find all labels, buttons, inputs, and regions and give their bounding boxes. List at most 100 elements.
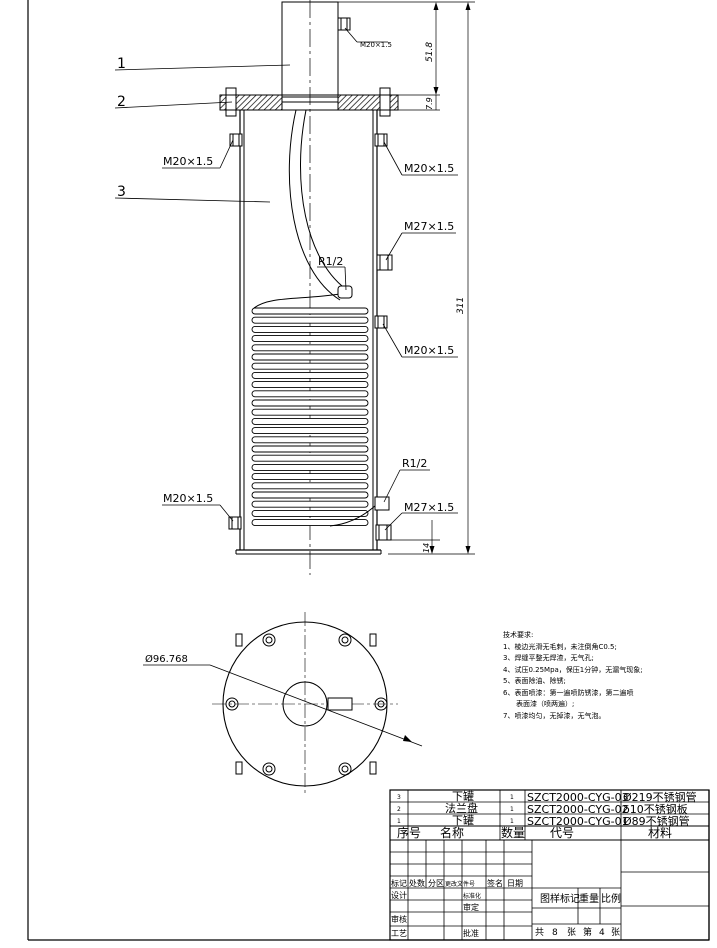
coil-turn [251, 399, 369, 407]
port-m27-upper [376, 254, 393, 271]
bom-row-1-material: Ø89不锈钢管 [623, 814, 690, 828]
bom-row-1-no: 1 [397, 818, 401, 825]
dim-top-height: 51.8 [425, 42, 435, 62]
dimension-arrows [429, 2, 471, 554]
coil-turn [251, 463, 369, 471]
tb-date: 日期 [507, 879, 523, 888]
bom-row-1-name: 下罐 [452, 814, 474, 827]
thread-label-r12-center: R1/2 [318, 255, 343, 268]
tb-sign: 签名 [487, 878, 503, 888]
technical-requirements: 技术要求: 1、棱边光滑无毛刺，未注倒角C0.5; 3、焊缝平整无焊渣，无气孔;… [503, 630, 643, 722]
port-left-upper [229, 133, 243, 147]
coil-turn [251, 436, 369, 444]
part-label-2: 2 [117, 94, 126, 110]
bom-row-1-qty: 1 [510, 818, 514, 825]
title-block-labels: 标记 处数 分区 更改文件号 签名 日期 设计 标准化 审定 审核 工艺 批准 … [391, 878, 621, 938]
bom-row-3-name: 下罐 [452, 790, 474, 803]
tb-design: 设计 [391, 890, 407, 900]
thread-label-r12-lower: R1/2 [402, 457, 427, 470]
coil-turn [251, 344, 369, 352]
bom-row-2-code: SZCT2000-CYG-02 [527, 803, 629, 816]
tb-sheet-prefix: 第 [583, 926, 592, 938]
tb-count: 处数 [409, 878, 425, 888]
port-right-upper [374, 133, 388, 147]
bom-row-2-material: δ10不锈钢板 [623, 802, 688, 816]
thread-label-right-mid: M20×1.5 [404, 344, 454, 357]
tb-change-doc: 更改文件号 [445, 880, 475, 888]
tb-total-prefix: 共 [535, 927, 544, 938]
thread-label-right-upper: M20×1.5 [404, 162, 454, 175]
coil-outlet [329, 504, 377, 527]
port-m27-lower [375, 524, 392, 541]
tech-title: 技术要求: [503, 631, 534, 639]
port-r12-lower [374, 496, 390, 511]
bom-header-qty: 数量 [501, 825, 525, 840]
tb-mark: 标记 [391, 878, 407, 888]
dim-diameter: Ø96.768 [145, 653, 188, 665]
top-pipe [281, 1, 351, 96]
coil-turn [251, 408, 369, 416]
coil-turn [251, 316, 369, 324]
bom-row-3-code: SZCT2000-CYG-03 [527, 791, 629, 804]
bom-row-3-material: Ø219不锈钢管 [623, 790, 697, 804]
tech-item: 5、表面除油、除锈; [503, 677, 566, 685]
tb-sheet-suffix: 张 [611, 927, 620, 938]
tb-standardize: 标准化 [463, 892, 481, 900]
tb-sheet-no: 4 [599, 928, 605, 938]
thread-label-left-upper: M20×1.5 [163, 155, 213, 168]
thread-label-top: M20×1.5 [360, 41, 392, 49]
tb-stage-mark: 图样标记 [540, 892, 580, 905]
port-right-mid [374, 315, 388, 329]
heating-coil [251, 293, 377, 527]
tech-item: 6、表面喷漆：第一遍喷防锈漆，第二遍喷 [503, 688, 634, 697]
tech-item: 7、喷漆均匀，无掉漆，无气泡。 [503, 711, 606, 720]
inlet-curved-pipe [288, 109, 351, 301]
bom-header-name: 名称 [440, 825, 464, 840]
bom-header-code: 代号 [550, 826, 574, 840]
top-view [143, 612, 423, 796]
coil-turn [251, 417, 369, 425]
tb-sheet-unit: 张 [567, 927, 576, 938]
thread-label-m27-lower: M27×1.5 [404, 501, 454, 514]
coil-turn [251, 445, 369, 453]
coil-turn [251, 473, 369, 481]
tb-approve: 批准 [463, 928, 479, 938]
tb-weight: 重量 [579, 892, 599, 905]
tb-review: 审定 [463, 902, 479, 912]
coil-turn [251, 353, 369, 361]
part-label-3: 3 [117, 184, 126, 200]
coil-turn [251, 362, 369, 370]
tech-item: 1、棱边光滑无毛刺，未注倒角C0.5; [503, 642, 617, 651]
coil-turn [251, 335, 369, 343]
port-r12-center [337, 285, 353, 299]
bolt-holes [225, 633, 388, 776]
coil-turn [251, 381, 369, 389]
bom-row-2-name: 法兰盘 [445, 801, 478, 815]
coil-turn [251, 509, 369, 517]
coil-turn [251, 519, 369, 527]
coil-inlet [253, 293, 341, 309]
bom-row-2-qty: 1 [510, 806, 514, 813]
leader-lines [114, 27, 458, 531]
tb-total-sheets: 8 [552, 928, 558, 938]
coil-turn [251, 427, 369, 435]
coil-turn [251, 390, 369, 398]
tech-item: 3、焊缝平整无焊渣，无气孔; [503, 654, 594, 662]
tech-item: 表面漆（喷两遍）; [516, 700, 575, 708]
dim-flange-thickness: 7.9 [425, 97, 434, 110]
bom-row-1-code: SZCT2000-CYG-01 [527, 815, 629, 828]
bom-header-no: 序号 [397, 825, 421, 840]
tb-check: 审核 [391, 914, 407, 924]
tech-item: 4、试压0.25Mpa，保压1分钟，无漏气现象; [503, 665, 643, 674]
bom-table: 3 下罐 1 SZCT2000-CYG-03 Ø219不锈钢管 2 法兰盘 1 … [397, 790, 697, 840]
tb-zone: 分区 [428, 879, 444, 888]
part-label-1: 1 [117, 56, 126, 72]
dim-bottom-offset: 14 [422, 543, 431, 553]
coil-turn [251, 371, 369, 379]
coil-turn [251, 491, 369, 499]
tb-scale: 比例 [601, 892, 621, 905]
coil-turn [251, 454, 369, 462]
dimension-lines [338, 1, 475, 555]
bom-header-material: 材料 [648, 826, 672, 840]
